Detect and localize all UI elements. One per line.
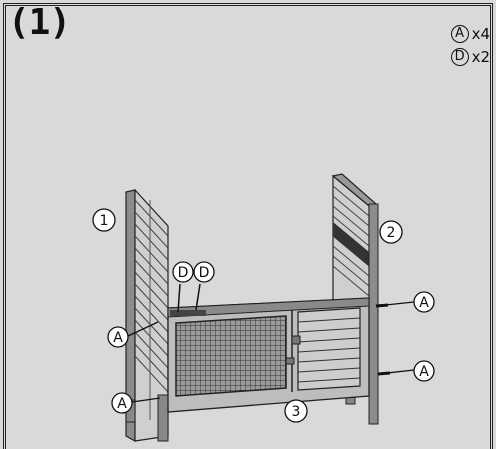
- legend-qty-a: x4: [471, 24, 490, 43]
- callout-part-2-label: 2: [387, 225, 396, 241]
- callout-a-left-bottom: [111, 392, 133, 414]
- screw-d-pair: [177, 283, 201, 313]
- callout-part-1-label: 1: [100, 213, 109, 229]
- callout-a-right-top-label: A: [419, 295, 429, 311]
- callout-part-3: [284, 399, 308, 423]
- legend-row-a: A x4: [450, 22, 490, 45]
- callout-a-right-bottom: [413, 360, 435, 382]
- left-side-panel: [125, 188, 169, 443]
- callout-a-right-bottom-label: A: [419, 364, 429, 380]
- callout-a-left-top: [107, 326, 129, 348]
- hardware-legend: A x4 D x2: [450, 22, 490, 68]
- screws-a: [127, 301, 415, 403]
- callout-a-left-top-label: A: [113, 330, 123, 346]
- callout-d-left: [172, 261, 194, 283]
- step-number: (1): [8, 2, 71, 43]
- callout-a-right-top: [413, 291, 435, 313]
- callout-d-right-label: D: [199, 265, 210, 281]
- callout-part-3-label: 3: [292, 404, 301, 420]
- diagram-frame: [3, 3, 493, 449]
- callout-d-right: [193, 261, 215, 283]
- front-frame: [167, 297, 370, 413]
- callout-part-2: [379, 220, 403, 244]
- legend-row-d: D x2: [450, 45, 490, 68]
- callout-a-left-bottom-label: A: [117, 396, 127, 412]
- legend-letter-d: D: [450, 47, 469, 66]
- legend-qty-d: x2: [471, 47, 490, 66]
- callout-d-left-label: D: [178, 265, 189, 281]
- legend-letter-a: A: [450, 24, 469, 43]
- callout-part-1: [92, 208, 116, 232]
